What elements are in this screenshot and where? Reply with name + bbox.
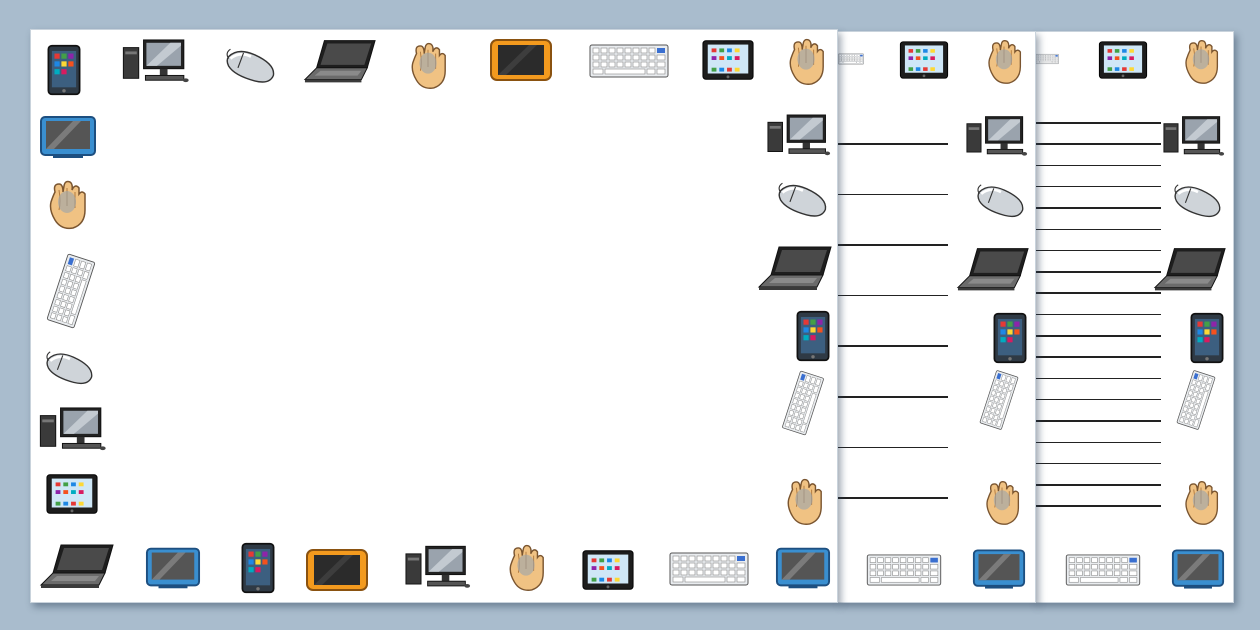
blue-laptop-icon xyxy=(145,546,201,590)
keyboard-icon xyxy=(669,552,749,586)
laptop-icon xyxy=(303,38,377,84)
ruled-line xyxy=(1035,249,1161,252)
mouse-icon xyxy=(775,180,831,220)
keyboard-icon xyxy=(1176,369,1217,432)
mouse-icon xyxy=(1171,182,1225,220)
ipad-icon xyxy=(581,548,635,592)
desktop-computer-icon xyxy=(1163,114,1225,160)
keyboard-icon xyxy=(589,44,669,78)
ipad-icon xyxy=(898,40,950,80)
page-1-blank-border xyxy=(30,29,838,603)
laptop-icon xyxy=(757,244,833,292)
desktop-computer-icon xyxy=(39,406,107,454)
ruled-line xyxy=(1035,505,1161,507)
mouse-icon xyxy=(223,46,279,86)
tablet-icon xyxy=(1035,42,1059,76)
desktop-computer-icon xyxy=(121,38,191,86)
hand-on-mouse-icon xyxy=(1181,39,1221,85)
hand-on-mouse-icon xyxy=(982,480,1022,526)
ruled-line xyxy=(1035,441,1161,444)
ipad-icon xyxy=(701,38,755,82)
ipad-icon xyxy=(45,472,99,516)
keyboard-icon xyxy=(866,554,942,586)
keyboard-icon xyxy=(979,369,1020,432)
laptop-icon xyxy=(39,542,115,590)
ruled-line xyxy=(838,244,948,246)
ruled-line xyxy=(1035,356,1161,358)
ruled-line xyxy=(1035,185,1161,188)
hand-on-mouse-icon xyxy=(1181,480,1221,526)
blue-laptop-icon xyxy=(39,114,97,160)
tablet-icon xyxy=(239,542,277,594)
ruled-line xyxy=(1035,143,1161,145)
keyboard-icon xyxy=(838,42,864,76)
ruled-line xyxy=(1035,207,1161,209)
keyboard-icon xyxy=(781,369,826,438)
ruled-line xyxy=(1035,313,1161,316)
ruled-line xyxy=(1035,377,1161,380)
desktop-computer-icon xyxy=(966,114,1028,160)
hand-on-mouse-icon xyxy=(407,42,449,90)
desktop-computer-icon xyxy=(405,544,471,592)
ruled-line xyxy=(838,345,948,347)
orange-tablet-icon xyxy=(489,38,553,82)
hand-on-mouse-icon xyxy=(785,38,827,86)
ruled-line xyxy=(838,446,948,449)
blue-laptop-icon xyxy=(775,546,831,590)
ruled-line xyxy=(1035,398,1161,401)
keyboard-icon xyxy=(45,250,97,332)
desktop-computer-icon xyxy=(767,112,831,160)
ruled-line xyxy=(838,497,948,499)
keyboard-icon xyxy=(1065,554,1141,586)
hand-on-mouse-icon xyxy=(783,478,825,526)
ruled-line xyxy=(1035,462,1161,465)
ruled-line xyxy=(1035,484,1161,486)
laptop-icon xyxy=(1153,246,1227,292)
page-3-wide-lined xyxy=(1034,31,1234,603)
blue-laptop-icon xyxy=(972,548,1026,590)
ruled-line xyxy=(838,294,948,297)
tablet-icon xyxy=(1189,312,1225,364)
ruled-line xyxy=(838,193,948,196)
tablet-icon xyxy=(795,310,831,362)
ruled-line xyxy=(1035,335,1161,337)
mouse-icon xyxy=(43,348,97,388)
page-2-lined xyxy=(837,31,1036,603)
hand-on-mouse-icon xyxy=(45,180,89,230)
ruled-line xyxy=(838,143,948,145)
ruled-line xyxy=(1035,228,1161,231)
blue-laptop-icon xyxy=(1171,548,1225,590)
mouse-icon xyxy=(974,182,1028,220)
hand-on-mouse-icon xyxy=(505,544,547,592)
hand-on-mouse-icon xyxy=(984,39,1024,85)
ipad-icon xyxy=(1097,40,1149,80)
ruled-line xyxy=(1035,420,1161,422)
ruled-line xyxy=(1035,271,1161,273)
tablet-icon xyxy=(45,44,83,96)
orange-tablet-icon xyxy=(305,548,369,592)
laptop-icon xyxy=(956,246,1030,292)
ruled-line xyxy=(1035,164,1161,167)
ruled-line xyxy=(838,396,948,398)
tablet-icon xyxy=(992,312,1028,364)
ruled-line xyxy=(1035,292,1161,294)
ruled-line xyxy=(1035,122,1161,124)
